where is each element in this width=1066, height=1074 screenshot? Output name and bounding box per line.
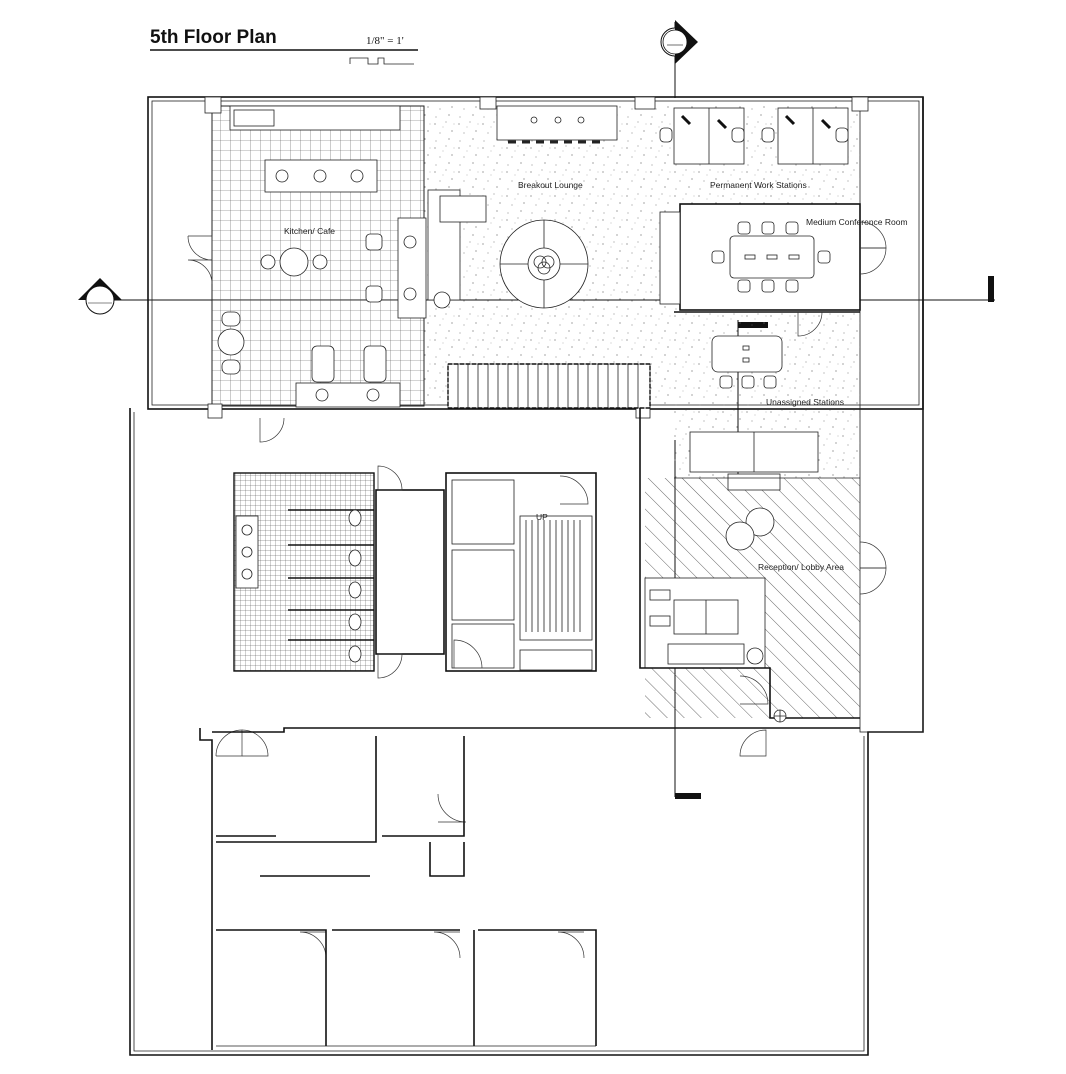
lounge-furniture (427, 105, 618, 309)
scale-label: 1/8" = 1' (366, 35, 404, 47)
lower-partitions (199, 709, 860, 1050)
plan-title: 5th Floor Plan (150, 27, 277, 48)
door-swing-icon (187, 221, 887, 959)
core (375, 472, 597, 672)
room-label-reception: Reception/ Lobby Area (758, 562, 844, 572)
reception-furniture (649, 507, 775, 665)
room-label-kitchen: Kitchen/ Cafe (284, 226, 335, 236)
room-label-unassigned: Unassigned Stations (766, 397, 844, 407)
workstations (659, 107, 849, 165)
room-label-conference: Medium Conference Room (806, 217, 908, 227)
toilet-icon (348, 509, 362, 663)
columns (204, 96, 869, 419)
north-arrow-icon (660, 20, 698, 98)
kitchen-furniture (217, 105, 427, 408)
stair-icon (447, 363, 651, 409)
unassigned-furniture (689, 335, 819, 491)
conference-room (659, 203, 861, 311)
room-label-breakout: Breakout Lounge (518, 180, 583, 190)
stair-label: UP (536, 512, 548, 522)
lobby-wall (639, 408, 860, 719)
room-label-permanent: Permanent Work Stations (710, 180, 807, 190)
building-shell (129, 96, 924, 1056)
restrooms (233, 472, 375, 672)
scale-bar (349, 57, 414, 65)
sink-icon (241, 524, 253, 536)
